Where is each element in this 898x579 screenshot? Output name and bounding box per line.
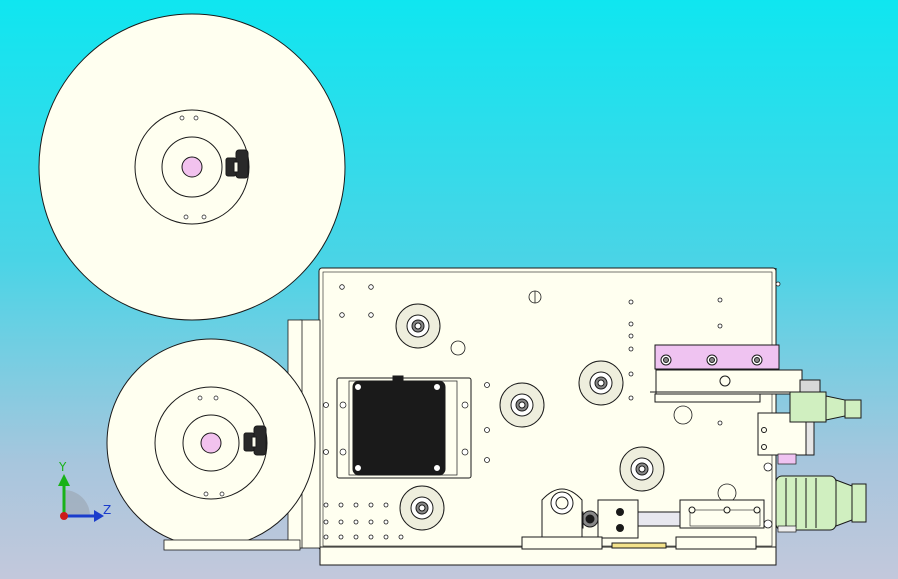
pivot-bracket[interactable] bbox=[521, 488, 603, 550]
fittings bbox=[777, 453, 797, 533]
drive-motor[interactable] bbox=[336, 375, 472, 479]
slide-rail[interactable] bbox=[611, 499, 765, 550]
guide-roller-2[interactable] bbox=[499, 382, 545, 428]
rewind-lock-knob[interactable] bbox=[243, 425, 267, 456]
triad-origin bbox=[60, 512, 68, 520]
label-sensor[interactable] bbox=[572, 499, 639, 539]
plate-holes bbox=[323, 281, 781, 540]
guide-roller-5[interactable] bbox=[399, 485, 445, 531]
air-nozzle-upper[interactable] bbox=[789, 391, 862, 423]
supply-reel[interactable] bbox=[38, 13, 346, 321]
peeling-plate[interactable] bbox=[654, 379, 821, 456]
guide-roller-1[interactable] bbox=[395, 303, 441, 349]
z-axis-label: Z bbox=[103, 503, 111, 517]
rewind-reel[interactable] bbox=[106, 338, 316, 548]
guide-roller-4[interactable] bbox=[619, 446, 665, 492]
peel-bracket[interactable] bbox=[650, 344, 803, 395]
reel-lock-knob[interactable] bbox=[225, 149, 249, 179]
guide-roller-3[interactable] bbox=[578, 360, 624, 406]
reel-support bbox=[163, 539, 301, 551]
y-axis-label: Y bbox=[58, 460, 67, 474]
coordinate-triad: Y Z bbox=[58, 460, 111, 522]
air-nozzle-lower[interactable] bbox=[775, 475, 867, 531]
